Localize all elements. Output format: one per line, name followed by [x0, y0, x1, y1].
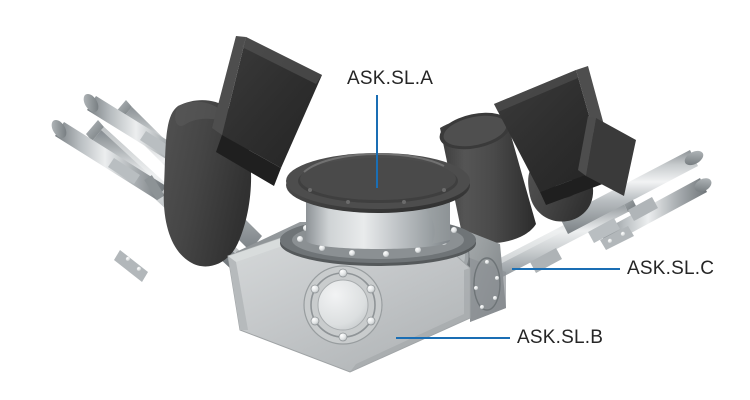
right-upper-link-tube: [560, 150, 704, 234]
callout-label-ask-sl-b: ASK.SL.B: [517, 327, 604, 348]
right-coupling-collars: [530, 197, 658, 273]
callout-leader-lines: [376, 95, 620, 339]
left-motor-fin: [212, 36, 322, 186]
callout-label-ask-sl-a: ASK.SL.A: [347, 68, 434, 89]
left-arm-assembly: [51, 36, 322, 282]
right-arm-mount-pads: [600, 226, 634, 250]
base-flange: [303, 265, 383, 345]
callout-label-ask-sl-c: ASK.SL.C: [627, 258, 715, 279]
right-motor-fin: [494, 66, 614, 205]
left-rod-outer: [51, 119, 166, 201]
base-flange-bolts: [310, 268, 376, 342]
right-secondary-fin: [578, 116, 636, 196]
center-right-motor-cylinder: [439, 112, 536, 244]
left-arm-mount-pads: [114, 250, 148, 282]
hub-right-bolt-ring: [473, 257, 501, 311]
